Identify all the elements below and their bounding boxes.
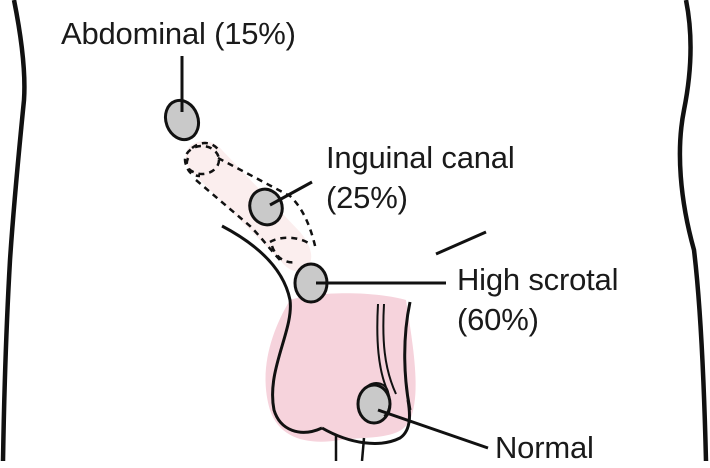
normal-label: Normal	[495, 430, 594, 465]
high-scrotal-label: High scrotal (60%)	[457, 260, 618, 340]
inguinal-canal-label: Inguinal canal (25%)	[326, 138, 515, 218]
scrotum	[265, 293, 416, 442]
inguinal-leader-line	[269, 180, 313, 207]
leg-line-2	[360, 437, 366, 461]
normal-testis	[356, 383, 392, 425]
pubic-line	[435, 230, 487, 256]
high-scrotal-label-name: High scrotal	[457, 262, 619, 297]
inguinal-canal-lower-dashed	[185, 157, 311, 264]
right-body-contour	[677, 0, 709, 461]
inguinal-canal-label-percent: (25%)	[326, 180, 408, 215]
inguinal-canal-label-name: Inguinal canal	[326, 140, 515, 175]
scrotum-right-edge	[403, 301, 412, 411]
inguinal-ring-dashed	[183, 144, 221, 176]
inguinal-canal-upper-dashed	[191, 141, 318, 251]
abdominal-testis	[163, 98, 201, 142]
groin-curve	[221, 224, 323, 434]
abdominal-label: Abdominal (15%)	[61, 16, 296, 51]
scrotum-bottom	[321, 399, 412, 445]
normal-leader-line	[377, 408, 489, 450]
inguinal-testis	[248, 187, 284, 227]
high-scrotal-label-percent: (60%)	[457, 302, 539, 337]
left-body-contour	[0, 0, 27, 461]
